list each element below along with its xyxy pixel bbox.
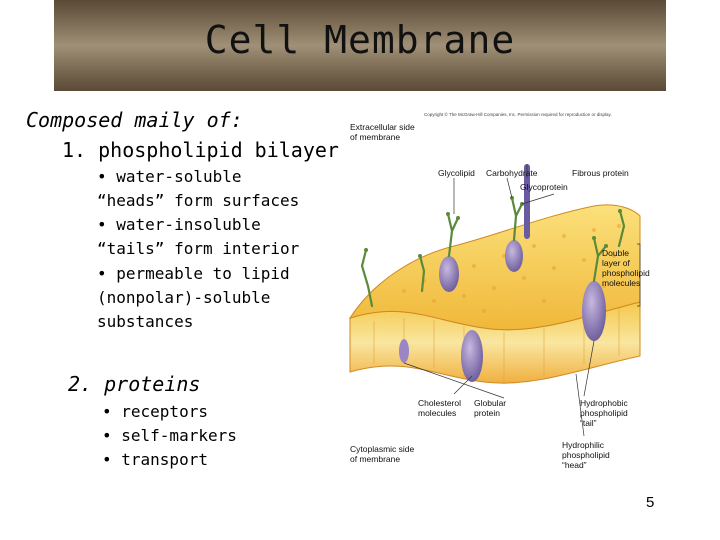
- protein-shape: [399, 339, 409, 363]
- label-double-layer: Double layer of phospholipid molecules: [602, 248, 650, 288]
- label-hydrophobic-tail: Hydrophobic phospholipid “tail”: [580, 398, 628, 428]
- globular-protein-shape: [461, 330, 483, 382]
- bullet-line: substances: [97, 312, 194, 331]
- membrane-illustration: [348, 164, 641, 437]
- label-extracellular: Extracellular side of membrane: [350, 122, 415, 142]
- list-item-proteins: 2. proteins: [68, 372, 201, 396]
- globular-protein-shape: [582, 281, 606, 341]
- figure-copyright: Copyright © The McGraw-Hill Companies, I…: [424, 112, 612, 117]
- bullet-line: • water-soluble: [97, 167, 242, 186]
- label-cholesterol: Cholesterol molecules: [418, 398, 461, 418]
- bullet-line: • permeable to lipid: [97, 264, 290, 283]
- bullet-line: • self-markers: [102, 426, 237, 445]
- bullet-line: • receptors: [102, 402, 208, 421]
- page-number: 5: [646, 494, 655, 511]
- label-glycoprotein: Glycoprotein: [520, 182, 568, 192]
- cell-membrane-figure: Copyright © The McGraw-Hill Companies, I…: [344, 106, 650, 484]
- label-glycolipid: Glycolipid: [438, 168, 475, 178]
- protein-shape: [439, 256, 459, 292]
- label-hydrophilic-head: Hydrophilic phospholipid “head”: [562, 440, 610, 470]
- label-globular-protein: Globular protein: [474, 398, 507, 418]
- list-item-phospholipid: 1. phospholipid bilayer: [62, 138, 339, 162]
- bullet-line: “heads” form surfaces: [97, 191, 300, 210]
- slide-title: Cell Membrane: [204, 18, 516, 62]
- label-fibrous-protein: Fibrous protein: [572, 168, 629, 178]
- bullet-line: “tails” form interior: [97, 239, 300, 258]
- bullet-line: • water-insoluble: [97, 215, 261, 234]
- protein-shape: [505, 240, 523, 272]
- lead-text: Composed maily of:: [26, 108, 243, 132]
- title-banner: Cell Membrane: [54, 0, 666, 91]
- bullet-line: • transport: [102, 450, 208, 469]
- fibrous-protein-shape: [524, 164, 530, 239]
- label-cytoplasmic: Cytoplasmic side of membrane: [350, 444, 415, 464]
- label-carbohydrate: Carbohydrate: [486, 168, 538, 178]
- bullet-line: (nonpolar)-soluble: [97, 288, 271, 307]
